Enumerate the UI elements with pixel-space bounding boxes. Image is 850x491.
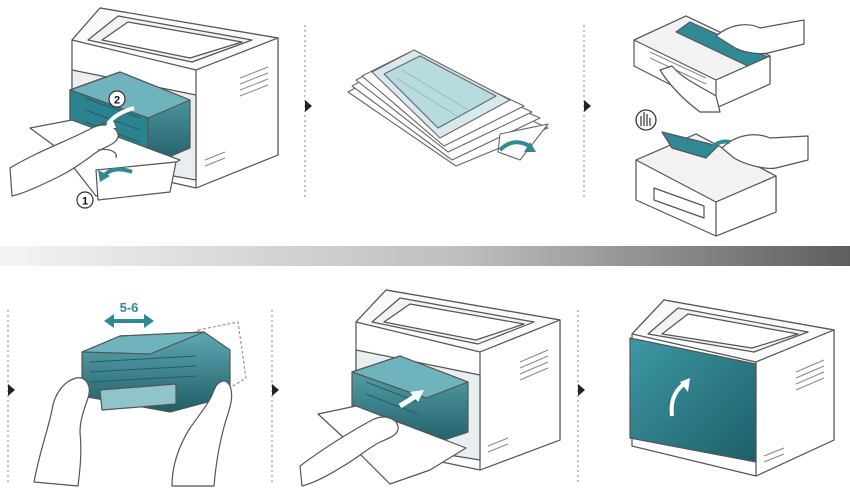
step-marker-1-label: 1 (82, 196, 88, 208)
panel-5-insert-cartridge (300, 290, 560, 486)
panel-3-remove-cover-top (634, 16, 804, 112)
panel-4-shake-cartridge (34, 322, 246, 486)
hand-icon (636, 110, 656, 130)
step-marker-1: 1 (77, 192, 93, 208)
double-arrow-icon (104, 314, 154, 328)
section-band (0, 246, 850, 266)
shake-count-label: 5-6 (120, 300, 139, 315)
step-marker-2: 2 (109, 91, 125, 107)
panel-2-unpack-cartridge (348, 50, 548, 166)
panel-1-open-printer (10, 8, 278, 200)
panel-3-remove-cover-bottom (636, 132, 808, 236)
step-marker-2-label: 2 (114, 95, 120, 107)
panel-6-close-cover (630, 300, 834, 476)
